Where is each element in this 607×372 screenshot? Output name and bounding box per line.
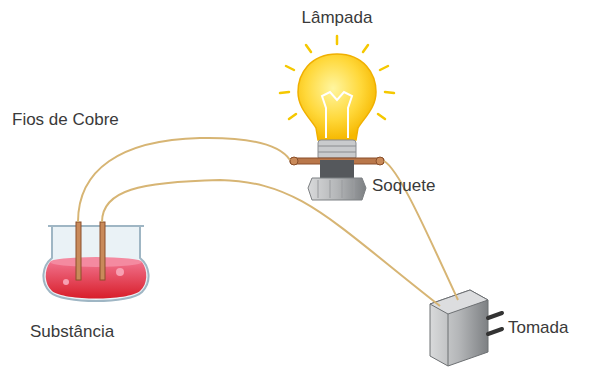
- bulb-label: Lâmpada: [302, 8, 373, 28]
- electrode: [76, 222, 81, 280]
- wire-label: Fios de Cobre: [12, 110, 119, 130]
- socket: [290, 157, 384, 200]
- outlet-label: Tomada: [508, 318, 568, 338]
- socket-label: Soquete: [372, 176, 435, 196]
- copper-wires: [78, 138, 458, 306]
- filament: [322, 92, 352, 138]
- electrode: [100, 222, 105, 280]
- beaker: [43, 226, 148, 301]
- substance-label: Substância: [30, 322, 114, 342]
- plug: [430, 290, 502, 366]
- bulb-glass: [298, 54, 376, 140]
- bulb-base: [318, 140, 356, 160]
